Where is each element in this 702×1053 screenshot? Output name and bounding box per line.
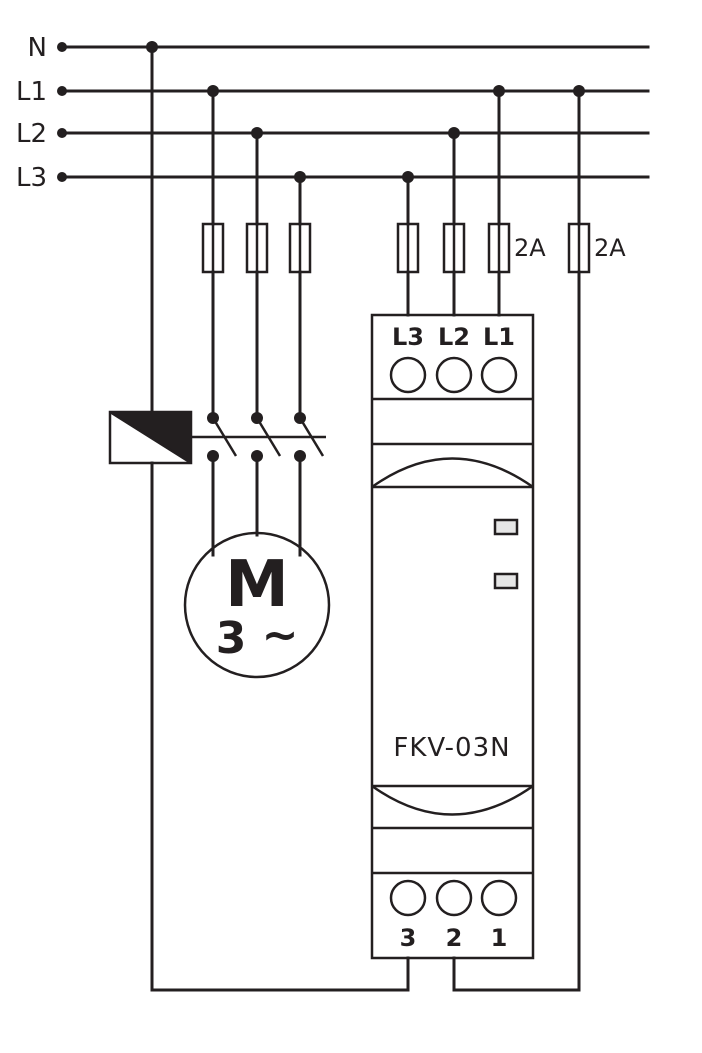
fuse [487,222,511,274]
terminal-screw-icon [480,356,518,394]
top-terminals: L3 L2 L1 [389,323,518,394]
neutral-wiring [150,45,581,992]
contactor-switch-icon [294,412,325,462]
bus-terminal-l2 [57,128,67,138]
terminal-label-l2: L2 [438,323,470,351]
bus-label-n: N [28,33,47,63]
contactor-switch-icon [207,412,238,462]
fuses: 2A 2A [201,222,626,274]
relay-model-label: FKV-03N [393,733,510,763]
fuse [442,222,466,274]
terminal-screw-icon [435,879,473,917]
bus-lines: N L1 L2 L3 [16,33,650,193]
bus-terminal-l3 [57,172,67,182]
terminal-screw-icon [389,356,427,394]
relay-feed-wires [406,89,501,317]
bottom-terminals: 3 2 1 [389,879,518,952]
motor-feed-wires [211,89,302,557]
fuse [567,222,591,274]
terminal-label-1: 1 [491,924,508,952]
relay-module: L3 L2 L1 FKV-03N 3 2 1 [370,313,535,960]
relay-body [370,313,535,960]
motor-ac-symbol: ~ [262,610,299,661]
status-led-icon [493,572,519,590]
fuse [396,222,420,274]
bus-label-l1: L1 [16,77,47,107]
bus-terminal-l1 [57,86,67,96]
status-led-icon [493,518,519,536]
bus-label-l3: L3 [16,163,47,193]
terminal-label-l3: L3 [392,323,424,351]
fuse-rating-label: 2A [594,234,626,262]
motor-icon: M 3 ~ [183,531,331,679]
fuse [201,222,225,274]
fuse [288,222,312,274]
bus-terminal-n [57,42,67,52]
terminal-label-l1: L1 [483,323,515,351]
motor-phase-count: 3 [216,613,247,664]
bus-label-l2: L2 [16,119,47,149]
contactor [108,410,326,465]
terminal-screw-icon [389,879,427,917]
terminal-screw-icon [480,879,518,917]
contactor-switch-icon [251,412,282,462]
fuse-rating-label: 2A [514,234,546,262]
motor-letter: M [225,548,289,622]
terminal-label-3: 3 [400,924,417,952]
fuse [245,222,269,274]
terminal-screw-icon [435,356,473,394]
terminal-label-2: 2 [446,924,463,952]
contactor-coil-icon [108,410,193,465]
